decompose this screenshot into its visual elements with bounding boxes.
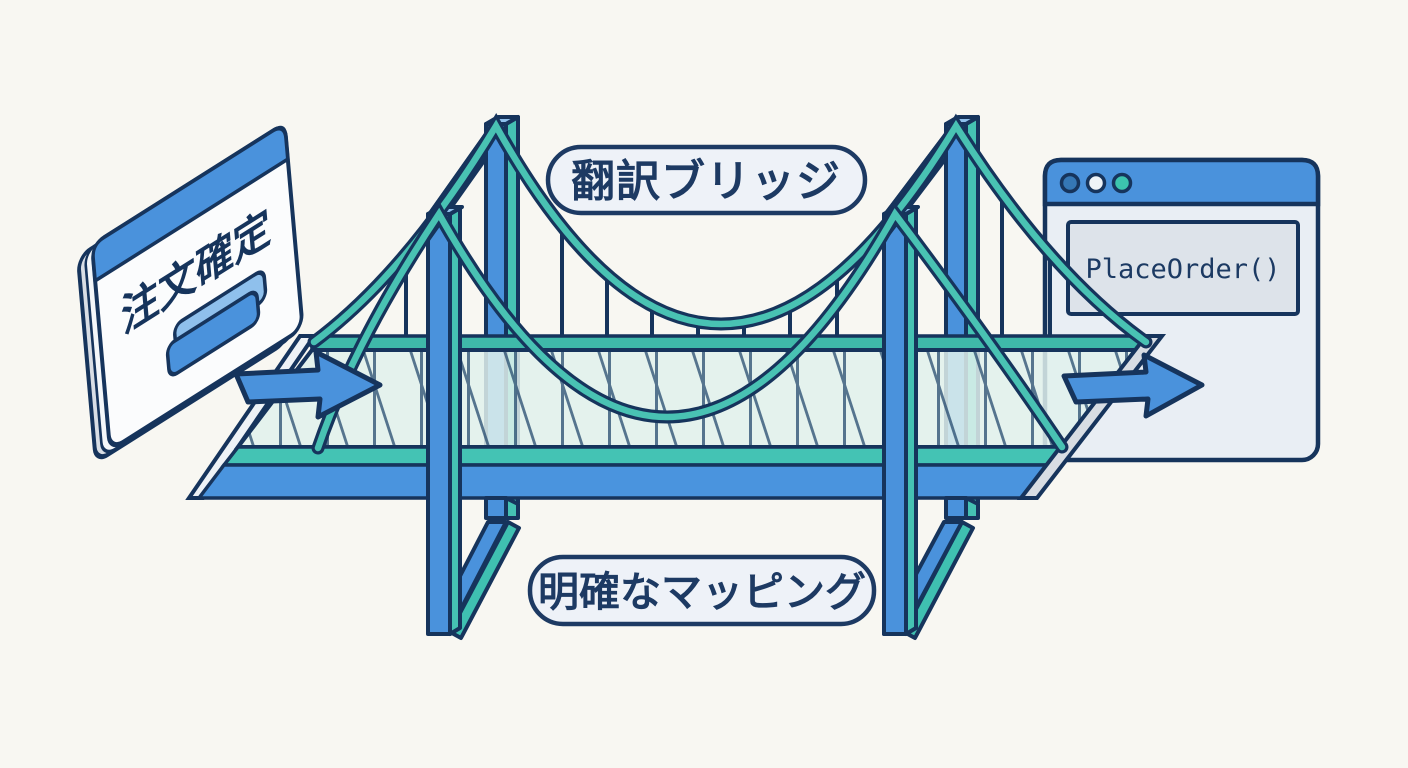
- front-cable: [314, 207, 1066, 452]
- bottom-label-pill: 明確なマッピング: [527, 554, 877, 627]
- deck-fascia: [195, 463, 1062, 500]
- source-ui-card: 注文確定: [77, 125, 304, 460]
- card-header-bar: [91, 125, 290, 284]
- code-text: PlaceOrder(): [1085, 254, 1280, 285]
- arrow-right-icon: [1061, 352, 1205, 419]
- right-near-leg: [882, 212, 908, 636]
- bottom-label-text: 明確なマッピング: [538, 568, 866, 616]
- left-near-leg: [426, 212, 452, 636]
- top-label-pill-bg: [545, 144, 868, 216]
- suspension-cables: [307, 113, 1153, 455]
- deck-teal-strip: [220, 445, 1076, 467]
- card-confirm-button: [165, 270, 268, 377]
- button-front-face: [165, 290, 261, 377]
- top-label-text: 翻訳ブリッジ: [571, 156, 841, 207]
- window-titlebar: [1042, 157, 1321, 207]
- bridge: [185, 113, 1167, 640]
- deck-glass: [233, 348, 1151, 449]
- top-label-pill: 翻訳ブリッジ: [545, 144, 868, 216]
- traffic-light-icon: [1085, 172, 1107, 194]
- traffic-light-icon: [1059, 172, 1081, 194]
- arrow-right-icon: [233, 349, 383, 420]
- target-code-window: PlaceOrder(): [1042, 157, 1321, 463]
- traffic-light-icon: [1111, 172, 1133, 194]
- deck-glass-hatch: [238, 350, 1146, 447]
- bottom-label-pill-bg: [527, 554, 877, 627]
